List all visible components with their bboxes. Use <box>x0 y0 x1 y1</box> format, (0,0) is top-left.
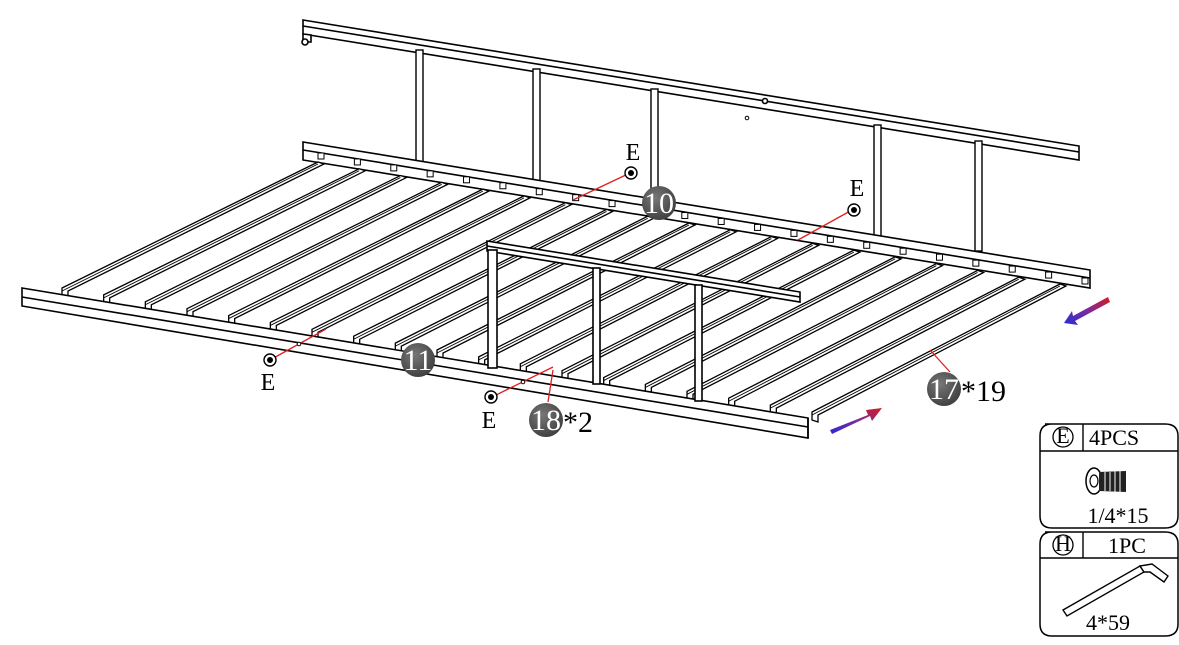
frame-hole <box>426 170 434 178</box>
callout-e-front: E <box>482 408 497 434</box>
part-qty-18: *2 <box>563 406 593 439</box>
part-badge-18: 18 *2 <box>529 403 593 439</box>
slat <box>394 215 656 355</box>
screw-icon <box>1085 467 1126 495</box>
frame-hole <box>972 259 980 267</box>
frame-hole <box>608 200 616 208</box>
slat-edge <box>311 204 566 333</box>
part-number-11: 11 <box>404 344 433 377</box>
slat-edge <box>103 170 360 299</box>
allen-key-icon <box>1062 563 1169 617</box>
slat-edge <box>728 272 978 402</box>
slat-edge <box>686 265 937 395</box>
frame-hole <box>1045 271 1053 279</box>
key-letter: H <box>1055 531 1071 556</box>
slat-edge <box>603 251 855 381</box>
slat-edge <box>811 285 1061 416</box>
frame-hole <box>717 217 725 225</box>
frame-hole <box>390 164 398 172</box>
part-number-18: 18 <box>531 404 561 437</box>
slat-edge <box>395 217 648 347</box>
slat <box>186 181 450 320</box>
frame-hole <box>681 212 689 220</box>
part-number-17: 17 <box>929 373 959 406</box>
frame-hole <box>535 188 543 196</box>
key-count: 1PC <box>1108 533 1146 558</box>
screw-count: 4PCS <box>1089 425 1139 450</box>
slat-edge <box>561 244 813 375</box>
push-arrow-back <box>1064 297 1110 325</box>
slat <box>436 222 697 361</box>
slat <box>311 201 574 341</box>
slat-edge <box>770 278 1019 409</box>
frame-hole <box>790 229 798 237</box>
part-badge-17: 17 *19 <box>927 372 1006 408</box>
back-frame-slat-holes <box>317 152 1089 285</box>
frame-hole <box>499 182 507 190</box>
back-guard-rail <box>301 19 1080 161</box>
frame-hole <box>899 247 907 255</box>
slat <box>811 283 1068 423</box>
slat-edge <box>645 258 896 388</box>
slat-edge <box>353 211 607 340</box>
back-side-frame <box>302 141 1091 289</box>
part-badge-11: 11 <box>401 343 435 377</box>
slat-edge <box>436 224 690 354</box>
bolt-e-left <box>263 353 277 367</box>
push-arrow-front <box>830 408 882 434</box>
leader-lines <box>269 172 951 403</box>
bolt-e-right <box>847 203 861 217</box>
callout-e-left: E <box>261 370 276 396</box>
part-qty-17: *19 <box>961 375 1006 408</box>
frame-hole <box>353 158 361 166</box>
part-badge-10: 10 <box>642 186 676 220</box>
part-number-10: 10 <box>644 187 674 220</box>
frame-hole <box>826 235 834 243</box>
slat-edge <box>520 238 772 368</box>
slat <box>353 208 615 348</box>
slat <box>228 188 491 327</box>
screw-size: 1/4*15 <box>1087 503 1148 528</box>
frame-hole <box>863 241 871 249</box>
hardware-box-screw: E 4PCS 1/4*15 <box>1039 423 1179 529</box>
frame-hole <box>1081 277 1089 285</box>
slat-edge <box>61 163 319 292</box>
slat-edge <box>478 231 731 361</box>
front-guard-rail <box>486 240 801 402</box>
slat-edge <box>228 190 484 319</box>
callout-e-right: E <box>850 176 865 202</box>
slat-edge <box>145 177 401 306</box>
slats-group <box>61 161 1068 423</box>
callout-e-top: E <box>626 140 641 166</box>
slat-edge <box>270 197 525 326</box>
screw-letter: E <box>1056 423 1069 448</box>
slat-edge <box>186 183 442 313</box>
frame-hole <box>463 176 471 184</box>
frame-hole <box>1008 265 1016 273</box>
bolt-e-front <box>484 390 498 404</box>
frame-hole <box>935 253 943 261</box>
bolt-e-top <box>624 166 638 180</box>
key-size: 4*59 <box>1086 610 1130 635</box>
hardware-box-allen-key: H 1PC 4*59 <box>1039 531 1179 637</box>
frame-hole <box>317 152 325 160</box>
frame-hole <box>754 223 762 231</box>
small-frame-holes <box>296 115 750 385</box>
